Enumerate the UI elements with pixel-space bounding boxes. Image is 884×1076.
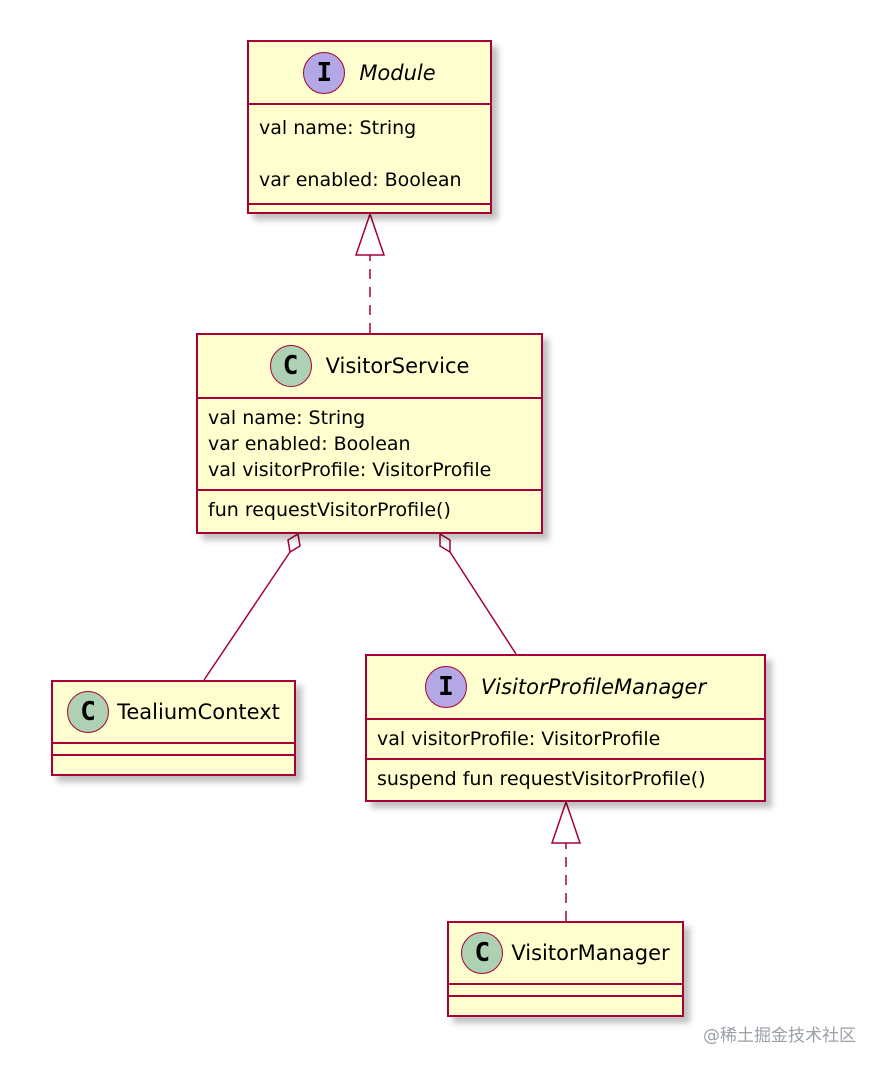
visitorprofilemanager-header: I VisitorProfileManager <box>367 656 764 720</box>
visitorprofilemanager-field: val visitorProfile: VisitorProfile <box>377 728 661 750</box>
class-badge-icon: C <box>461 932 504 974</box>
visitorprofilemanager-name: VisitorProfileManager <box>480 675 707 699</box>
module-header: I Module <box>249 42 490 105</box>
visitorservice-header: C VisitorService <box>198 335 541 399</box>
visitorprofilemanager-fields: val visitorProfile: VisitorProfile <box>367 720 764 760</box>
interface-badge-icon: I <box>424 666 467 708</box>
aggregation-line-visitorprofilemanager <box>449 551 517 655</box>
visitorprofilemanager-methods: suspend fun requestVisitorProfile() <box>367 760 764 798</box>
visitorservice-name: VisitorService <box>325 354 470 378</box>
realization-arrowhead-vpm <box>550 799 582 844</box>
visitormanager-fields <box>449 985 682 997</box>
visitorprofilemanager-interface-box: I VisitorProfileManager val visitorProfi… <box>365 654 766 802</box>
interface-badge-icon: I <box>303 51 346 94</box>
visitormanager-name: VisitorManager <box>511 941 670 965</box>
module-methods <box>249 205 490 217</box>
module-interface-box: I Module val name: String var enabled: B… <box>247 40 492 214</box>
visitorservice-field: val visitorProfile: VisitorProfile <box>208 459 492 481</box>
visitorservice-method: fun requestVisitorProfile() <box>208 499 451 521</box>
visitorservice-field: val name: String <box>208 407 366 429</box>
module-field: var enabled: Boolean <box>259 169 462 191</box>
class-badge-icon: C <box>269 345 312 387</box>
visitorprofilemanager-method: suspend fun requestVisitorProfile() <box>377 768 706 790</box>
module-name: Module <box>359 60 436 85</box>
watermark: @稀土掘金技术社区 <box>703 1026 856 1046</box>
tealiumcontext-methods <box>53 756 294 768</box>
visitorservice-class-box: C VisitorService val name: String var en… <box>196 333 543 534</box>
visitormanager-methods <box>449 997 682 1009</box>
aggregation-diamond-visitorprofilemanager <box>439 532 451 554</box>
visitorservice-fields: val name: String var enabled: Boolean va… <box>198 399 541 491</box>
visitormanager-header: C VisitorManager <box>449 923 682 985</box>
aggregation-line-tealiumcontext <box>203 551 291 681</box>
realization-arrowhead-module <box>354 211 386 256</box>
module-fields: val name: String var enabled: Boolean <box>249 105 490 205</box>
module-field: val name: String <box>259 117 417 139</box>
tealiumcontext-header: C TealiumContext <box>53 682 294 744</box>
tealiumcontext-class-box: C TealiumContext <box>51 680 296 776</box>
visitorservice-methods: fun requestVisitorProfile() <box>198 491 541 529</box>
visitormanager-class-box: C VisitorManager <box>447 921 684 1017</box>
tealiumcontext-name: TealiumContext <box>117 700 280 724</box>
tealiumcontext-fields <box>53 744 294 756</box>
class-badge-icon: C <box>67 691 110 733</box>
aggregation-diamond-tealiumcontext <box>287 532 301 554</box>
visitorservice-field: var enabled: Boolean <box>208 433 411 455</box>
